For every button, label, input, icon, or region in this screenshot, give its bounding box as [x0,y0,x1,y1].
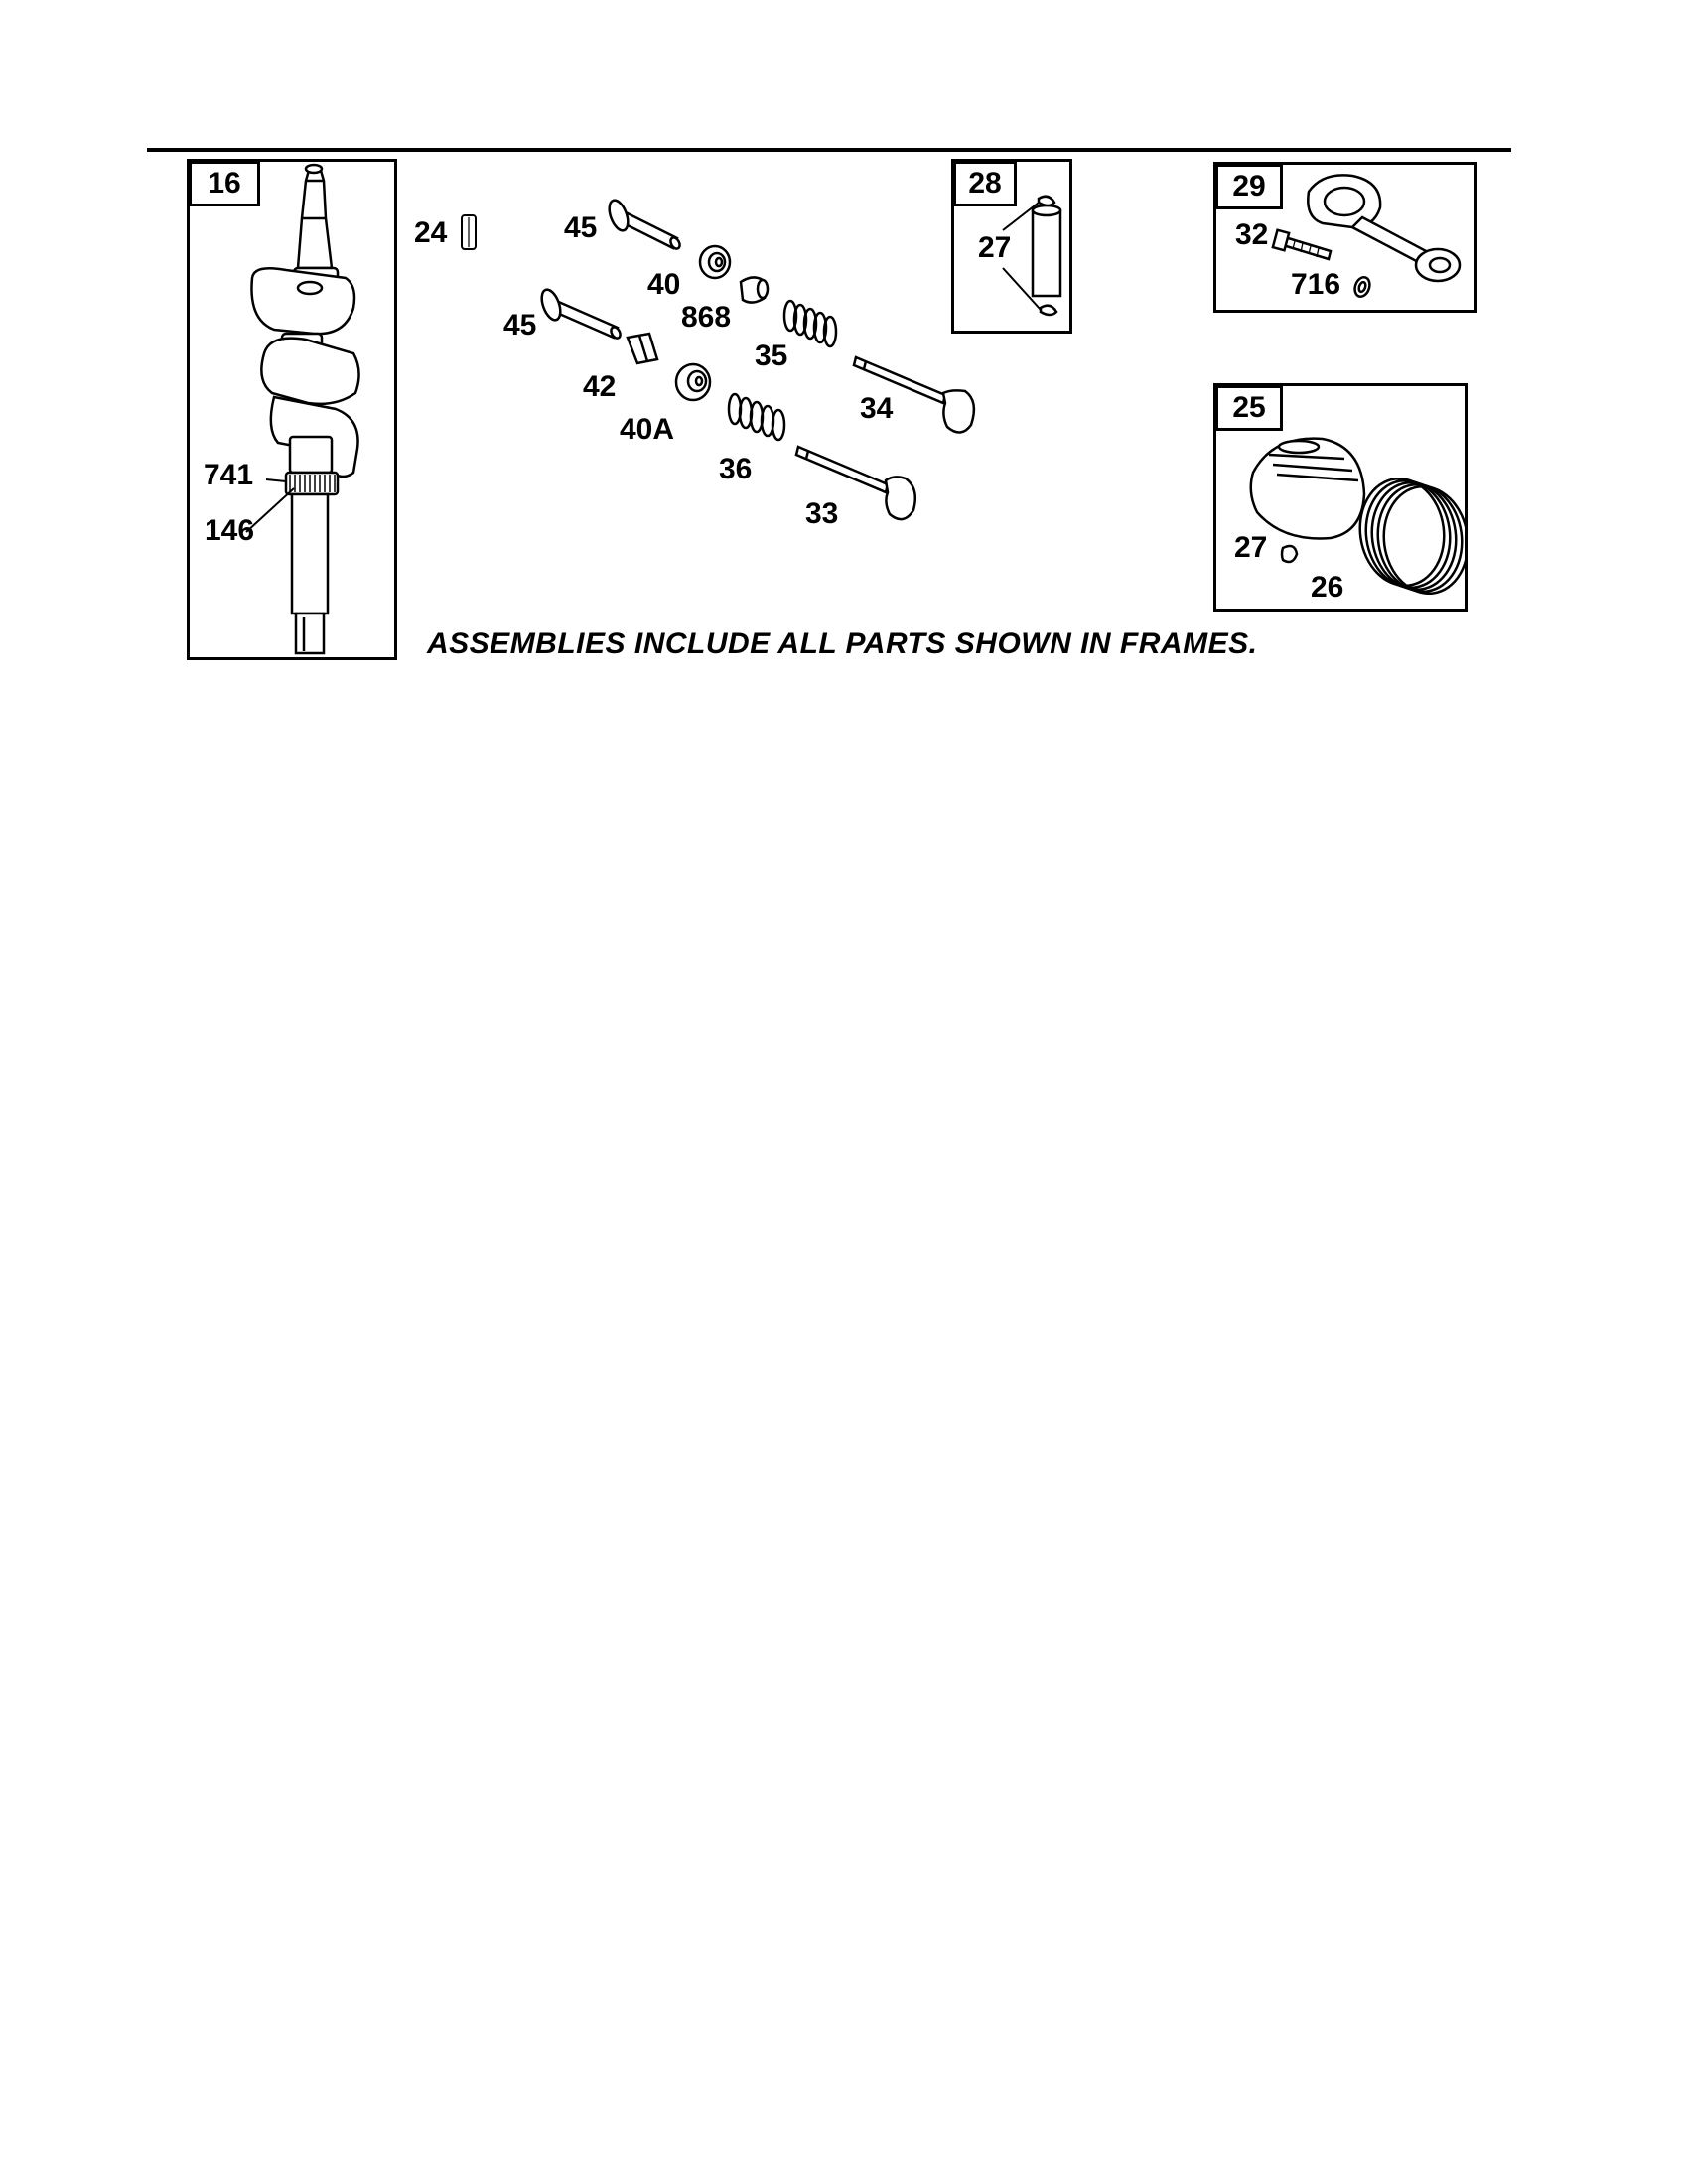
connecting-rod-drawing [1271,174,1462,298]
spring-35 [782,299,838,348]
label-33: 33 [805,497,839,530]
key-part [461,214,477,250]
tappet-lower [540,288,622,340]
label-45-lower: 45 [503,309,537,341]
assemblies-caption: ASSEMBLIES INCLUDE ALL PARTS SHOWN IN FR… [427,627,1258,660]
label-32: 32 [1235,218,1269,251]
label-27-ring: 27 [1234,531,1268,564]
label-146: 146 [205,514,255,547]
frame-connecting-rod [1213,162,1477,313]
label-27-pin: 27 [978,231,1012,264]
frame-piston-pin-number: 28 [953,161,1017,206]
retainer-40 [698,244,732,280]
label-716: 716 [1291,268,1341,301]
label-45-upper: 45 [564,211,598,244]
label-42: 42 [583,370,617,403]
frame-piston-number: 25 [1215,385,1283,431]
tappet-upper [608,199,681,250]
intake-valve [794,445,916,521]
frame-piston-pin [951,159,1072,334]
piston-drawing [1249,437,1468,596]
label-36: 36 [719,453,753,485]
label-34: 34 [860,392,894,425]
label-868: 868 [681,301,732,334]
retainer-40a [674,362,712,402]
exhaust-valve [852,355,976,434]
frame-crankshaft [187,159,397,660]
frame-piston [1213,383,1468,612]
header-rule [147,148,1511,152]
keeper-42 [626,332,659,365]
spring-36 [727,392,786,442]
frame-crankshaft-number: 16 [189,161,260,206]
label-26: 26 [1311,571,1344,604]
piston-pin-drawing [1002,195,1062,317]
frame-connecting-rod-number: 29 [1215,164,1283,209]
label-24: 24 [414,216,448,249]
label-40a: 40A [620,413,675,446]
label-40: 40 [647,268,681,301]
crankshaft-drawing [245,163,360,655]
label-741: 741 [204,459,254,491]
label-35: 35 [755,340,788,372]
valve-seal [739,276,770,304]
